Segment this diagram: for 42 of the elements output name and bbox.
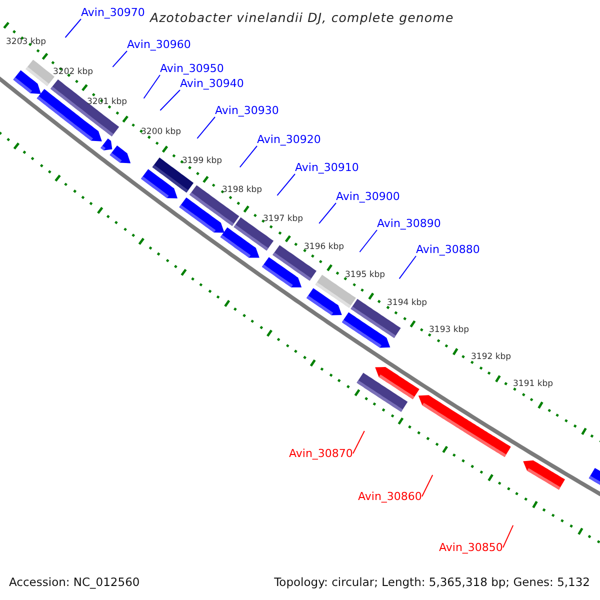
leader-line — [318, 202, 336, 224]
leader-line — [502, 524, 514, 548]
gene-label: Avin_30860 — [358, 490, 422, 503]
scale-label: 3201 kbp — [87, 97, 128, 108]
accession-text: Accession: NC_012560 — [9, 575, 140, 589]
leader-line — [352, 430, 365, 454]
gene-label: Avin_30910 — [295, 161, 359, 174]
scale-label: 3199 kbp — [182, 156, 222, 167]
leader-line — [239, 146, 258, 168]
scale-label: 3197 kbp — [263, 214, 304, 225]
leader-line — [276, 174, 296, 196]
gene-label: Avin_30870 — [289, 447, 353, 460]
scale-label: 3191 kbp — [513, 379, 554, 390]
gene-label: Avin_30880 — [416, 243, 480, 256]
scale-label: 3193 kbp — [429, 325, 470, 336]
leader-line — [112, 50, 128, 68]
scale-label: 3203 kbp — [6, 37, 46, 48]
leader-line — [398, 256, 416, 280]
scale-label: 3192 kbp — [471, 352, 512, 363]
scale-label: 3195 kbp — [345, 270, 386, 281]
scale-label: 3196 kbp — [304, 242, 344, 253]
leader-line — [64, 18, 82, 38]
gene-label: Avin_30920 — [257, 133, 321, 146]
scale-label: 3194 kbp — [387, 298, 428, 309]
leader-line — [359, 230, 378, 252]
leader-line — [143, 74, 160, 99]
gene-label: Avin_30940 — [180, 77, 244, 90]
scale-label: 3198 kbp — [222, 185, 262, 196]
title: Azotobacter vinelandii DJ, complete genome — [150, 10, 454, 26]
genome-info-text: Topology: circular; Length: 5,365,318 bp; Genes: 5,132 — [274, 575, 590, 589]
gene-label: Avin_30930 — [215, 104, 279, 117]
leader-line — [160, 90, 180, 111]
leader-line — [422, 474, 434, 497]
gene-label: Avin_30900 — [336, 190, 400, 203]
gene-label: Avin_30960 — [127, 38, 191, 51]
gene-label: Avin_30850 — [439, 541, 503, 554]
scale-label: 3202 kbp — [53, 67, 94, 78]
gene-label: Avin_30970 — [81, 6, 145, 19]
leader-line — [196, 116, 216, 139]
gene-label: Avin_30890 — [377, 217, 441, 230]
scale-label: 3200 kbp — [141, 127, 182, 138]
gene-label: Avin_30950 — [160, 62, 224, 75]
